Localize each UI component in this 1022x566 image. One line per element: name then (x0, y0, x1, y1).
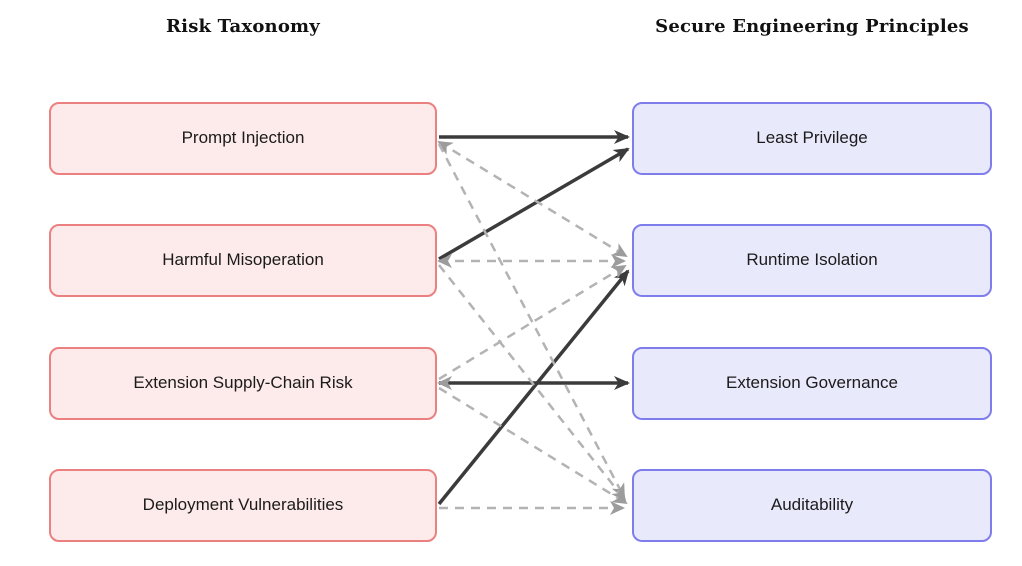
principle-node-least-privilege: Least Privilege (632, 102, 992, 175)
node-label: Deployment Vulnerabilities (142, 495, 344, 515)
node-label: Runtime Isolation (746, 250, 878, 270)
principle-node-extension-governance: Extension Governance (632, 347, 992, 420)
edge-harmful_misoperation-least_privilege (438, 147, 630, 261)
edge-prompt_injection-auditability (437, 143, 626, 499)
node-label: Extension Supply-Chain Risk (133, 373, 353, 393)
edge-extension_supply_chain-runtime_isolation (438, 264, 627, 381)
node-label: Extension Governance (726, 373, 898, 393)
edge-deployment_vulnerabilities-runtime_isolation (437, 269, 630, 506)
right-column-header: Secure Engineering Principles (655, 16, 969, 37)
edge-prompt_injection-runtime_isolation (437, 140, 628, 258)
node-label: Auditability (770, 495, 854, 515)
risk-node-deployment-vulnerabilities: Deployment Vulnerabilities (49, 469, 437, 542)
left-column-header: Risk Taxonomy (166, 16, 320, 37)
risk-node-harmful-misoperation: Harmful Misoperation (49, 224, 437, 297)
node-label: Least Privilege (756, 128, 868, 148)
risk-node-prompt-injection: Prompt Injection (49, 102, 437, 175)
edge-extension_supply_chain-auditability (438, 386, 628, 505)
node-label: Prompt Injection (181, 128, 305, 148)
principle-node-auditability: Auditability (632, 469, 992, 542)
edge-harmful_misoperation-auditability (438, 264, 627, 502)
principle-node-runtime-isolation: Runtime Isolation (632, 224, 992, 297)
node-label: Harmful Misoperation (162, 250, 324, 270)
risk-node-extension-supply-chain: Extension Supply-Chain Risk (49, 347, 437, 420)
